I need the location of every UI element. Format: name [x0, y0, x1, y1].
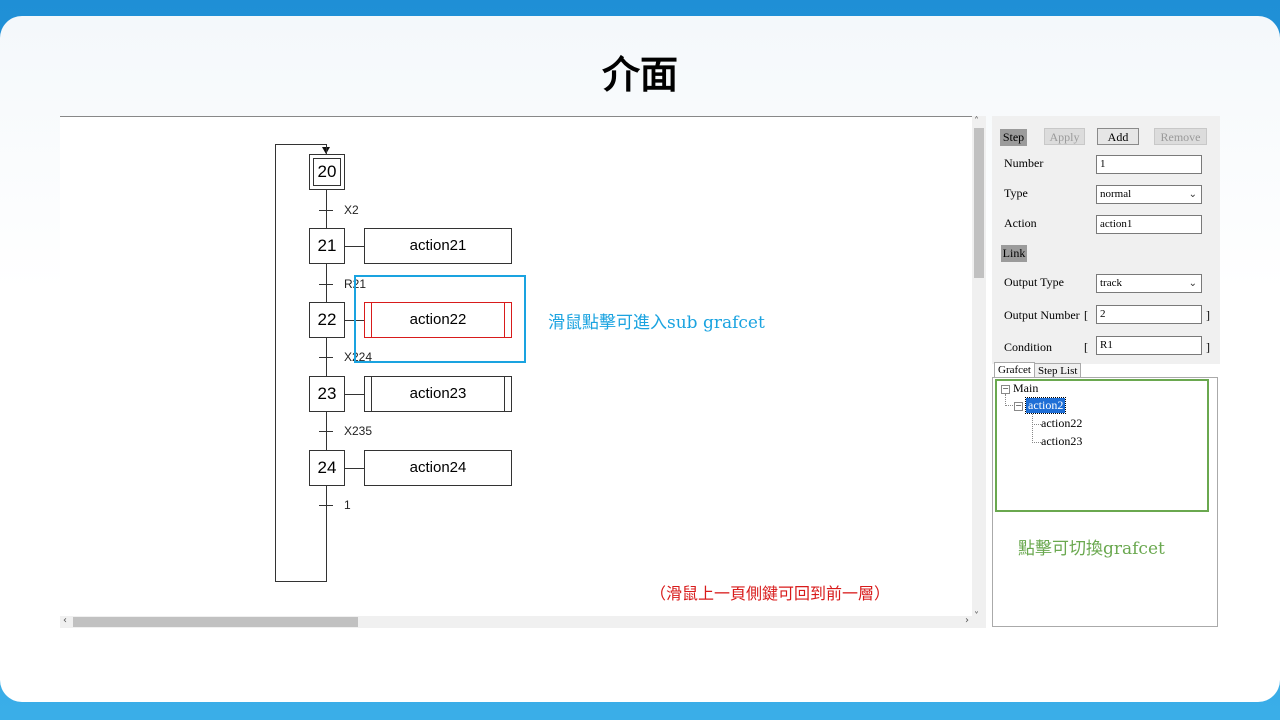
properties-panel: [992, 116, 1220, 364]
bracket-close: ]: [1206, 340, 1210, 354]
transition-bar[interactable]: [319, 505, 333, 506]
tree-node-action22[interactable]: action22: [1041, 416, 1083, 430]
action-connector: [345, 394, 364, 395]
loop-top-line: [275, 144, 326, 145]
step-23[interactable]: 23: [309, 376, 345, 412]
vertical-scroll-thumb[interactable]: [974, 128, 984, 278]
add-button[interactable]: Add: [1097, 128, 1139, 145]
scroll-down-icon[interactable]: ˅: [974, 611, 979, 622]
number-label: Number: [1004, 156, 1044, 170]
view-tabs: Grafcet Step List: [992, 362, 1220, 379]
switch-grafcet-hint: 點擊可切換grafcet: [1018, 539, 1165, 559]
remove-button[interactable]: Remove: [1154, 128, 1207, 145]
type-label: Type: [1004, 186, 1028, 200]
type-select-value: normal: [1100, 188, 1132, 200]
tree-node-action23[interactable]: action23: [1041, 434, 1083, 448]
collapse-icon[interactable]: −: [1014, 401, 1023, 411]
subgrafcet-hint: 滑鼠點擊可進入sub grafcet: [548, 313, 765, 333]
grafcet-tree[interactable]: [992, 377, 1218, 627]
bracket-close: ]: [1206, 308, 1210, 322]
grafcet-canvas[interactable]: [60, 116, 972, 617]
action-box-22[interactable]: action22: [364, 302, 512, 338]
scroll-left-icon[interactable]: ‹: [63, 615, 67, 626]
back-hint: （滑鼠上一頁側鍵可回到前一層）: [650, 584, 891, 603]
transition-label: 1: [344, 498, 351, 512]
step-21[interactable]: 21: [309, 228, 345, 264]
transition-label: X235: [344, 424, 373, 438]
number-input[interactable]: 1: [1096, 155, 1202, 174]
step-24[interactable]: 24: [309, 450, 345, 486]
output-number-input[interactable]: 2: [1096, 305, 1202, 324]
transition-bar[interactable]: [319, 210, 333, 211]
tab-grafcet[interactable]: Grafcet: [994, 362, 1035, 379]
scroll-right-icon[interactable]: ›: [965, 615, 969, 626]
action-connector: [345, 468, 364, 469]
tab-step-list[interactable]: Step List: [1034, 363, 1082, 379]
transition-label: X2: [344, 203, 359, 217]
apply-button[interactable]: Apply: [1044, 128, 1085, 145]
subgrafcet-highlight-box: [354, 275, 526, 363]
output-number-label: Output Number: [1004, 308, 1080, 322]
horizontal-scrollbar[interactable]: ‹ ›: [60, 615, 972, 628]
chevron-down-icon: ⌄: [1188, 189, 1197, 200]
output-type-select-value: track: [1100, 277, 1122, 289]
transition-label: X224: [344, 350, 373, 364]
step-20[interactable]: 20: [309, 154, 345, 190]
step-22[interactable]: 22: [309, 302, 345, 338]
action-label: Action: [1004, 216, 1037, 230]
condition-label: Condition: [1004, 340, 1053, 354]
tree-node-main[interactable]: Main: [1013, 381, 1039, 395]
output-type-select[interactable]: track ⌄: [1096, 274, 1202, 293]
chevron-down-icon: ⌄: [1188, 278, 1197, 289]
action-box-24[interactable]: action24: [364, 450, 512, 486]
step-section-label: Step: [1000, 129, 1027, 146]
vertical-scrollbar[interactable]: ˄ ˅: [972, 116, 986, 628]
scroll-up-icon[interactable]: ˄: [974, 116, 979, 127]
transition-bar[interactable]: [319, 284, 333, 285]
bracket-open: [: [1084, 308, 1088, 322]
loop-bottom-line: [275, 581, 327, 582]
transition-bar[interactable]: [319, 431, 333, 432]
tree-connector: [1032, 414, 1041, 425]
sequence-line: [326, 144, 327, 582]
link-section-label: Link: [1001, 245, 1027, 262]
tree-highlight-box: [995, 379, 1209, 512]
action-connector: [345, 246, 364, 247]
slide-title: 介面: [601, 52, 678, 97]
tree-connector: [1005, 394, 1015, 406]
horizontal-scroll-thumb[interactable]: [73, 617, 358, 627]
tree-node-action2[interactable]: action2: [1024, 397, 1067, 414]
condition-input[interactable]: R1: [1096, 336, 1202, 355]
tree-connector: [1032, 424, 1041, 443]
action-box-21[interactable]: action21: [364, 228, 512, 264]
type-select[interactable]: normal ⌄: [1096, 185, 1202, 204]
action-input[interactable]: action1: [1096, 215, 1202, 234]
collapse-icon[interactable]: −: [1001, 384, 1010, 394]
bracket-open: [: [1084, 340, 1088, 354]
output-type-label: Output Type: [1004, 275, 1064, 289]
action-box-23[interactable]: action23: [364, 376, 512, 412]
transition-bar[interactable]: [319, 357, 333, 358]
loop-back-line: [275, 144, 276, 582]
